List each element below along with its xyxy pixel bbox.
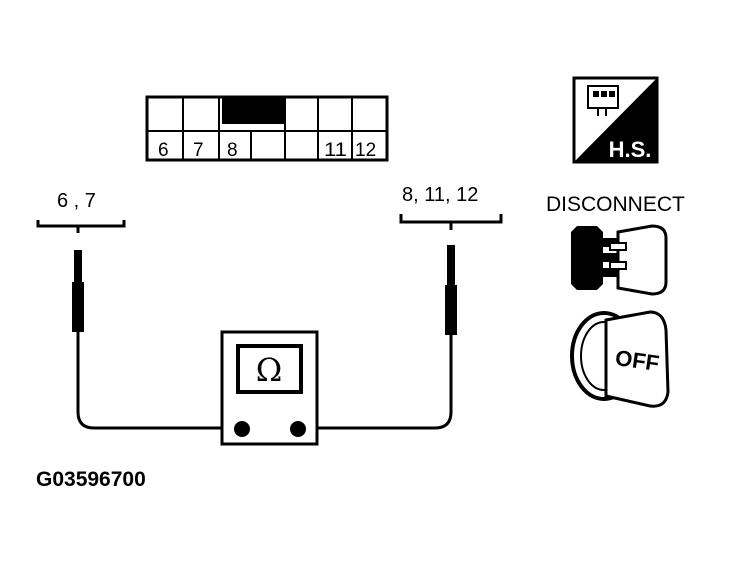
connector-half-female bbox=[571, 226, 603, 290]
harness-connector: 6 7 8 11 12 bbox=[145, 95, 389, 162]
right-probe bbox=[399, 214, 503, 412]
right-probe-handle bbox=[445, 285, 457, 335]
connector-half-male bbox=[616, 224, 668, 296]
terminal-7-label: 7 bbox=[193, 140, 204, 161]
right-probe-terminals-label: 8, 11, 12 bbox=[402, 184, 479, 206]
left-test-lead bbox=[76, 411, 242, 430]
ohmmeter-jack-right bbox=[290, 421, 306, 437]
left-probe bbox=[36, 220, 126, 412]
terminal-6-label: 6 bbox=[158, 140, 169, 161]
terminal-11-label: 11 bbox=[324, 140, 347, 161]
terminal-8-label: 8 bbox=[227, 140, 238, 161]
ignition-key bbox=[604, 310, 670, 408]
right-test-lead bbox=[298, 411, 453, 430]
ohm-symbol: Ω bbox=[256, 351, 283, 389]
ohmmeter-display bbox=[236, 344, 303, 394]
left-probe-handle bbox=[72, 282, 84, 332]
left-terminal-bracket bbox=[36, 220, 126, 228]
harness-side-icon: H.S. bbox=[572, 76, 659, 164]
left-probe-terminals-label: 6 , 7 bbox=[57, 190, 96, 212]
right-terminal-bracket bbox=[399, 214, 503, 224]
disconnect-label: DISCONNECT bbox=[546, 193, 685, 216]
figure-code: G03596700 bbox=[36, 468, 146, 491]
off-label: OFF bbox=[614, 345, 661, 376]
connector-cells bbox=[147, 97, 387, 160]
harness-connector-icon bbox=[587, 85, 619, 116]
ignition-off-icon: OFF bbox=[570, 310, 670, 408]
ohmmeter-jack-left bbox=[234, 421, 250, 437]
ohmmeter: Ω bbox=[220, 330, 319, 446]
connector-lock-tab bbox=[222, 97, 284, 124]
harness-side-label: H.S. bbox=[609, 137, 652, 162]
terminal-12-label: 12 bbox=[355, 140, 376, 161]
disconnect-connector-icon bbox=[571, 224, 668, 296]
